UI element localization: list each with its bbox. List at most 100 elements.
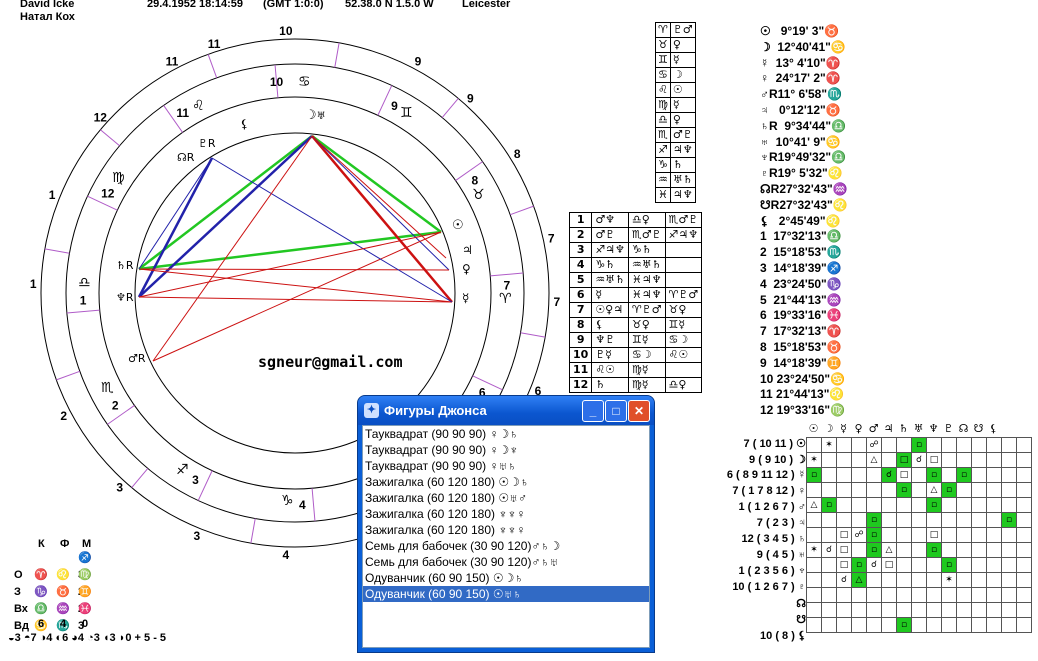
aspect-cell[interactable] <box>941 452 957 468</box>
aspect-cell[interactable]: ☍ <box>851 527 867 543</box>
aspect-cell[interactable] <box>851 497 867 513</box>
aspect-cell[interactable] <box>986 497 1002 513</box>
jones-patterns-dialog[interactable]: ✦ Фигуры Джонса _ □ ✕ Тауквадрат (90 90 … <box>358 396 654 652</box>
aspect-cell[interactable] <box>956 617 972 633</box>
aspect-cell[interactable] <box>836 497 852 513</box>
aspect-cell[interactable]: ✶ <box>821 437 837 453</box>
pattern-list-item[interactable]: Зажигалка (60 120 180) ♆♆♀ <box>365 507 526 521</box>
aspect-cell[interactable] <box>836 617 852 633</box>
aspect-cell[interactable] <box>896 587 912 603</box>
aspect-cell[interactable] <box>1016 497 1032 513</box>
aspect-cell[interactable] <box>926 512 942 528</box>
aspect-cell[interactable] <box>986 557 1002 573</box>
aspect-cell[interactable]: □ <box>926 452 942 468</box>
moon-glyph[interactable]: ☽♅ <box>305 108 326 123</box>
aspect-cell[interactable]: □ <box>896 452 912 468</box>
pluto-glyph[interactable]: ♇R <box>198 137 216 150</box>
aspect-cell[interactable] <box>881 617 897 633</box>
aspect-cell[interactable] <box>851 512 867 528</box>
aspect-cell[interactable] <box>896 527 912 543</box>
aspect-cell[interactable] <box>851 602 867 618</box>
aspect-cell[interactable] <box>971 527 987 543</box>
pattern-list-item[interactable]: Зажигалка (60 120 180) ☉♅♂ <box>365 491 528 505</box>
aspect-cell[interactable] <box>851 452 867 468</box>
aspect-cell[interactable] <box>1016 452 1032 468</box>
aspect-cell[interactable] <box>1016 467 1032 483</box>
aspect-cell[interactable] <box>821 467 837 483</box>
aspect-cell[interactable] <box>956 527 972 543</box>
aspect-cell[interactable] <box>806 512 822 528</box>
aspect-cell[interactable] <box>851 467 867 483</box>
aspect-cell[interactable]: ☍ <box>866 437 882 453</box>
aspect-cell[interactable] <box>1016 602 1032 618</box>
aspect-cell[interactable] <box>881 452 897 468</box>
aspect-cell[interactable] <box>851 542 867 558</box>
aspect-cell[interactable] <box>956 512 972 528</box>
aspect-cell[interactable] <box>956 497 972 513</box>
aspect-cell[interactable] <box>941 587 957 603</box>
aspect-cell[interactable]: ▫ <box>896 482 912 498</box>
pattern-list-item[interactable]: Семь для бабочек (30 90 120)♂♄☽ <box>365 539 561 553</box>
aspect-cell[interactable] <box>926 437 942 453</box>
aspect-cell[interactable] <box>1001 482 1017 498</box>
aspect-cell[interactable] <box>971 437 987 453</box>
aspect-cell[interactable]: ✶ <box>941 572 957 588</box>
aspect-cell[interactable] <box>851 587 867 603</box>
aspect-cell[interactable]: ▫ <box>1001 512 1017 528</box>
aspect-cell[interactable] <box>986 602 1002 618</box>
patterns-listbox[interactable]: Тауквадрат (90 90 90) ♀☽♄Тауквадрат (90 … <box>362 425 650 648</box>
minimize-button[interactable]: _ <box>582 400 604 422</box>
aspect-cell[interactable]: ▫ <box>926 467 942 483</box>
aspect-cell[interactable] <box>1016 557 1032 573</box>
mars-glyph[interactable]: ♂R <box>128 352 146 365</box>
aspect-cell[interactable] <box>1016 512 1032 528</box>
aspect-cell[interactable]: □ <box>881 557 897 573</box>
aspect-cell[interactable] <box>1001 437 1017 453</box>
aspect-cell[interactable] <box>881 572 897 588</box>
pattern-list-item[interactable]: Семь для бабочек (30 90 120)♂♄♅ <box>365 555 559 569</box>
aspect-cell[interactable] <box>866 587 882 603</box>
aspect-cell[interactable] <box>1016 617 1032 633</box>
aspect-cell[interactable]: ▫ <box>866 512 882 528</box>
aspect-cell[interactable] <box>911 617 927 633</box>
aspect-cell[interactable]: ☌ <box>911 452 927 468</box>
aspect-cell[interactable] <box>1001 617 1017 633</box>
aspect-cell[interactable] <box>956 482 972 498</box>
aspect-cell[interactable] <box>971 602 987 618</box>
pattern-list-item[interactable]: Тауквадрат (90 90 90) ♀☽♄ <box>365 427 519 441</box>
aspect-cell[interactable] <box>896 557 912 573</box>
aspect-cell[interactable] <box>941 512 957 528</box>
aspect-cell[interactable] <box>911 527 927 543</box>
aspect-cell[interactable] <box>851 482 867 498</box>
aspect-cell[interactable] <box>926 572 942 588</box>
aspect-cell[interactable] <box>821 512 837 528</box>
aspect-cell[interactable]: ☌ <box>881 467 897 483</box>
aspect-cell[interactable] <box>896 437 912 453</box>
aspect-cell[interactable]: ▫ <box>941 557 957 573</box>
aspect-cell[interactable] <box>806 557 822 573</box>
aspect-cell[interactable] <box>821 482 837 498</box>
aspect-cell[interactable] <box>971 542 987 558</box>
aspect-cell[interactable] <box>866 572 882 588</box>
aspect-cell[interactable] <box>836 602 852 618</box>
aspect-cell[interactable] <box>896 572 912 588</box>
aspect-cell[interactable] <box>806 587 822 603</box>
aspect-cell[interactable] <box>956 602 972 618</box>
aspect-cell[interactable] <box>836 437 852 453</box>
aspect-cell[interactable] <box>821 557 837 573</box>
aspect-cell[interactable] <box>1001 542 1017 558</box>
aspect-cell[interactable] <box>1001 467 1017 483</box>
sun-glyph[interactable]: ☉ <box>452 218 464 233</box>
aspect-cell[interactable] <box>1016 542 1032 558</box>
aspect-cell[interactable] <box>851 437 867 453</box>
aspect-cell[interactable] <box>806 602 822 618</box>
aspect-cell[interactable] <box>956 557 972 573</box>
aspect-cell[interactable] <box>866 602 882 618</box>
aspect-cell[interactable] <box>806 617 822 633</box>
aspect-cell[interactable]: △ <box>866 452 882 468</box>
aspect-cell[interactable] <box>941 437 957 453</box>
dialog-titlebar[interactable]: ✦ Фигуры Джонса _ □ ✕ <box>358 396 654 425</box>
aspect-cell[interactable] <box>941 542 957 558</box>
aspect-cell[interactable] <box>956 542 972 558</box>
aspect-cell[interactable]: ▫ <box>941 482 957 498</box>
